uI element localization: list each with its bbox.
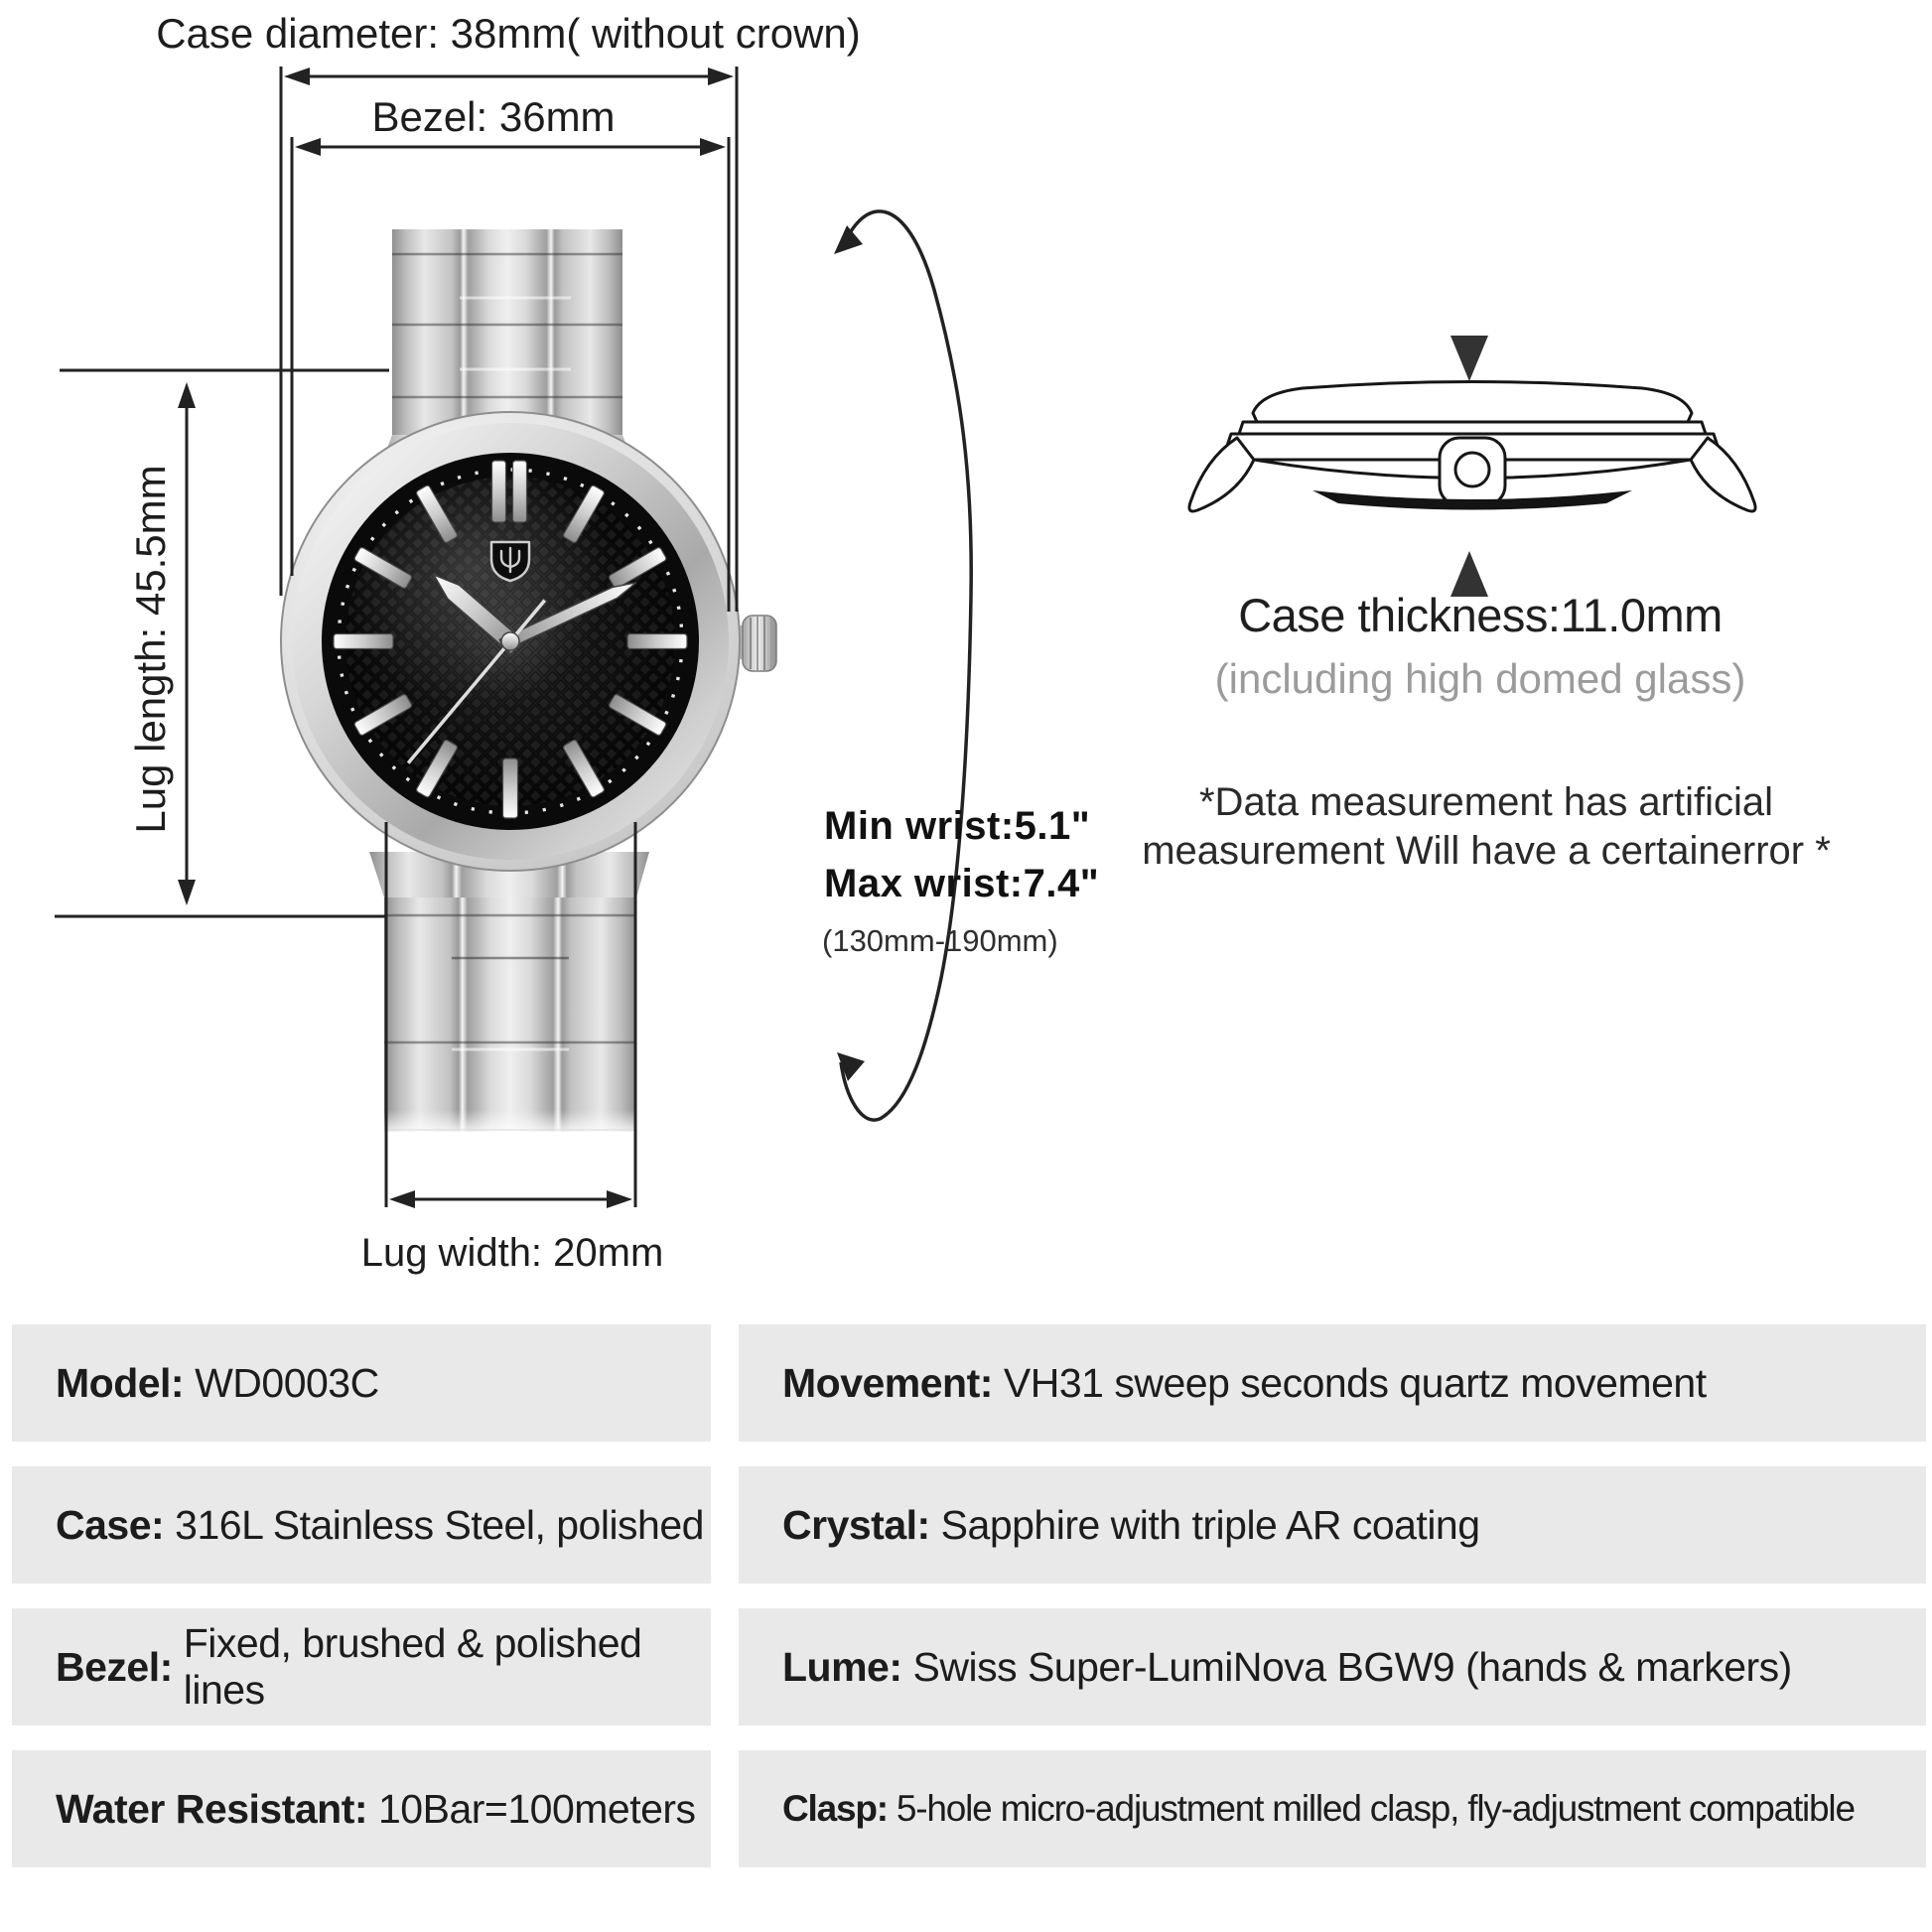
spec-row-crystal: Crystal: Sapphire with triple AR coating [739,1466,1926,1584]
spec-row-model: Model: WD0003C [12,1324,711,1442]
wrist-range-label: (130mm-190mm) [822,923,1058,958]
spec-label: Bezel: [56,1643,173,1690]
spec-row-lume: Lume: Swiss Super-LumiNova BGW9 (hands &… [739,1608,1926,1725]
spec-row-case: Case: 316L Stainless Steel, polished [12,1466,711,1584]
disclaimer-line-2: measurement Will have a certainerror * [1142,829,1831,873]
spec-label: Model: [56,1359,185,1406]
spec-value: Sapphire with triple AR coating [940,1501,1480,1548]
spec-label: Crystal: [782,1501,930,1548]
disclaimer-line-1: *Data measurement has artificial [1198,780,1774,824]
lug-width-label: Lug width: 20mm [360,1231,664,1275]
spec-value: Fixed, brushed & polished lines [183,1620,642,1713]
thickness-arrow-up-icon [1450,551,1488,597]
spec-value: VH31 sweep seconds quartz movement [1003,1359,1707,1406]
spec-value: 10Bar=100meters [378,1785,696,1832]
spec-value: WD0003C [195,1359,379,1406]
spec-label: Lume: [782,1643,902,1690]
spec-row-movement: Movement: VH31 sweep seconds quartz move… [739,1324,1926,1442]
spec-label: Case: [56,1501,165,1548]
thickness-arrow-down-icon [1450,336,1488,381]
spec-label: Clasp: [782,1788,889,1829]
watch-photo [280,229,777,1136]
thickness-sub-label: (including high domed glass) [1214,655,1746,702]
min-wrist-label: Min wrist:5.1" [824,804,1091,848]
dimension-lines [55,67,739,1208]
spec-label: Movement: [782,1359,993,1406]
second-hand [406,599,547,764]
max-wrist-label: Max wrist:7.4" [824,862,1100,905]
case-diameter-label: Case diameter: 38mm( without crown) [156,10,861,57]
case-side-profile-drawing [1187,336,1757,597]
watch-hands [406,573,637,764]
spec-row-clasp: Clasp: 5-hole micro-adjustment milled cl… [739,1750,1926,1867]
bezel-label: Bezel: 36mm [371,93,616,140]
spec-row-water-resistant: Water Resistant: 10Bar=100meters [12,1750,711,1867]
spec-value: 5-hole micro-adjustment milled clasp, fl… [896,1788,1856,1829]
bezel-dimension [290,137,731,612]
spec-value: 316L Stainless Steel, polished [175,1501,704,1548]
wrist-curve-arrow [834,209,973,1122]
brand-logo-icon [489,540,531,583]
lug-length-dimension [55,368,389,918]
case-thickness-label: Case thickness:11.0mm [1238,589,1723,641]
spec-label: Water Resistant: [56,1785,368,1832]
spec-value: Swiss Super-LumiNova BGW9 (hands & marke… [912,1643,1793,1690]
lug-length-label: Lug length: 45.5mm [127,465,174,834]
case-diameter-dimension [279,67,739,612]
spec-row-bezel: Bezel: Fixed, brushed & polished lines [12,1608,711,1725]
lug-width-dimension [384,822,637,1208]
bracelet-bottom [369,852,649,1136]
hour-markers [333,460,688,819]
measurement-disclaimer: *Data measurement has artificial measure… [1039,778,1932,876]
hands-center-cap [500,631,520,651]
